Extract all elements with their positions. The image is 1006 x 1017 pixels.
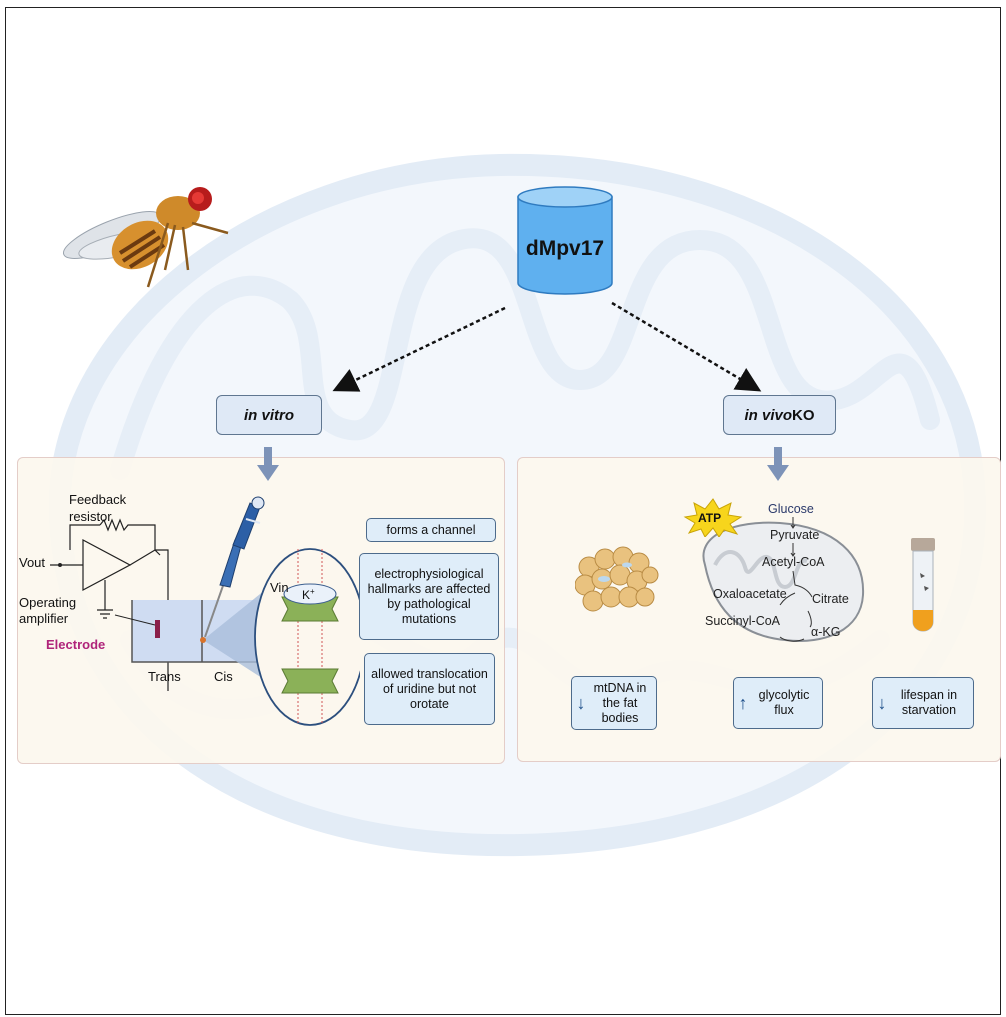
oxaloacetate-label: Oxaloacetate [713, 587, 787, 601]
pyruvate-label: Pyruvate [770, 528, 820, 542]
resistor-label: resistor [69, 509, 112, 524]
finding-electrophysiological: electrophysiological hallmarks are affec… [359, 553, 499, 640]
bilayer-recording-setup [50, 496, 360, 726]
atp-burst-icon [683, 498, 743, 537]
operating-label: Operating [19, 595, 77, 610]
atp-label: ATP [698, 511, 722, 525]
cis-label: Cis [214, 669, 233, 684]
dmpv17-label: dMpv17 [525, 237, 605, 260]
finding-forms-channel: forms a channel [366, 518, 496, 542]
glucose-label: Glucose [768, 502, 814, 516]
in-vivo-down-arrow [767, 447, 789, 481]
finding-uridine-translocation: allowed translocation of uridine but not… [364, 653, 495, 725]
citrate-label: Citrate [812, 592, 849, 606]
alpha-kg-label: α-KG [811, 625, 841, 639]
in-vitro-label: in vitro [216, 395, 322, 435]
in-vivo-ko-label: in vivo KO [723, 395, 836, 435]
trans-label: Trans [148, 669, 181, 684]
potassium-ion-label: K+ [302, 587, 315, 602]
effect-lifespan: ↓ lifespan in starvation [872, 677, 974, 729]
amplifier-label: amplifier [19, 611, 69, 626]
mitochondrion-icon [702, 521, 865, 642]
effect-mtdna: ↓ mtDNA in the fat bodies [571, 676, 657, 730]
test-tube-icon [911, 538, 935, 632]
vin-label: Vin [270, 580, 289, 595]
acetyl-coa-label: Acetyl-CoA [762, 555, 825, 569]
feedback-label: Feedback [69, 492, 127, 507]
fruit-fly-icon [63, 187, 229, 288]
electrode-label: Electrode [46, 637, 106, 652]
pathway-arrows [779, 517, 813, 642]
succinyl-coa-label: Succinyl-CoA [705, 614, 781, 628]
dmpv17-cylinder-icon [517, 186, 613, 295]
effect-glycolytic-flux: ↑ glycolytic flux [733, 677, 823, 729]
arrow-down-icon: ↓ [576, 692, 586, 713]
arrow-up-icon: ↑ [738, 692, 748, 713]
vout-label: Vout [19, 555, 46, 570]
arrow-down-icon: ↓ [877, 692, 887, 713]
fat-body-cells-icon [575, 546, 659, 612]
in-vitro-down-arrow [257, 447, 279, 481]
